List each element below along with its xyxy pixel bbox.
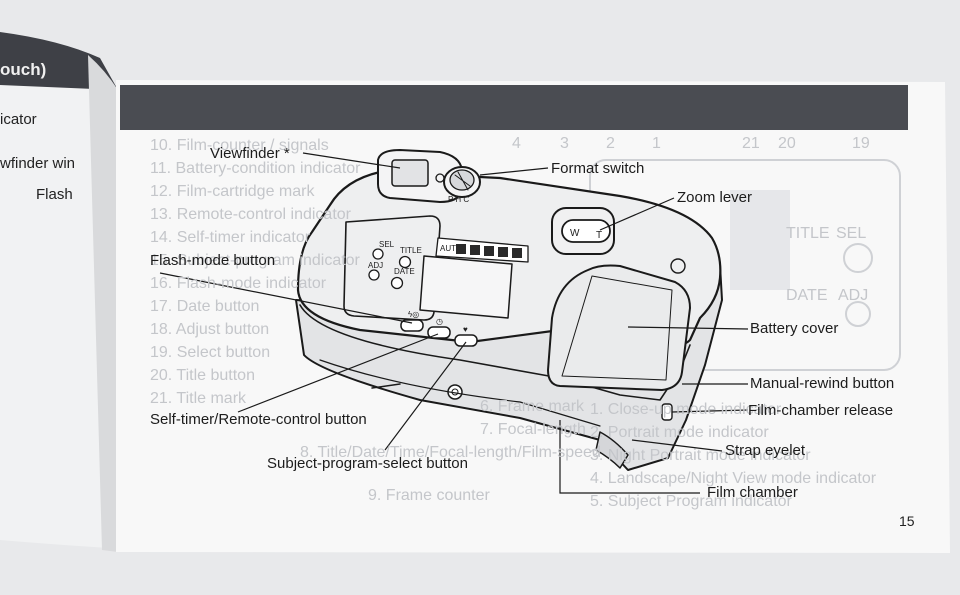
ghost-number: 20 [778,135,796,152]
ghost-line: 16. Flash-mode indicator [150,275,327,292]
ghost-line: 6. Frame mark [480,398,585,415]
ghost-line: 14. Self-timer indicator [150,229,311,246]
film-chamber-label: Film chamber [707,484,798,501]
subject-program-button-label: Subject-program-select button [267,455,468,472]
manual-rewind-button-label: Manual-rewind button [750,375,895,392]
zoom-tele-mark: T [596,230,602,241]
ghost-number: 19 [852,135,870,152]
ghost-panel-label: DATE [786,287,828,304]
zoom-wide-mark: W [570,228,580,239]
auto-label: AUTO [440,244,462,253]
title-label: TITLE [400,246,422,255]
ghost-number: 1 [652,135,661,152]
ghost-line: 11. Battery-condition indicator [150,160,361,177]
left-page-header-title: ouch) [0,60,47,79]
flash-mode-button-label: Flash-mode button [150,252,276,269]
ghost-panel-label: ADJ [838,287,869,304]
ghost-line: 1. Close-up mode indicator [590,401,782,418]
ghost-line: 10. Film-counter / signals [150,137,329,154]
self-timer-button-label: Self-timer/Remote-control button [150,411,367,428]
ghost-number: 3 [560,135,569,152]
ghost-line: 2. Portrait mode indicator [590,424,769,441]
viewfinder-label: Viewfinder * [210,145,290,162]
strap-eyelet-label: Strap eyelet [725,442,806,459]
ghost-line: 5. Subject Program indicator [590,493,792,510]
ghost-panel-label: TITLE [786,225,830,242]
ghost-number: 2 [606,135,615,152]
left-page-line: Flash [36,186,73,203]
left-page [0,32,110,548]
leader-lines [159,152,749,494]
ghost-number: 4 [512,135,521,152]
zoom-lever-label: Zoom lever [677,189,753,206]
svg-text:♥: ♥ [463,325,468,334]
svg-text:◷: ◷ [436,317,443,326]
ghost-line: 19. Select button [150,344,271,361]
ghost-line: 17. Date button [150,298,260,315]
sel-label: SEL [379,240,395,249]
ghost-line: 13. Remote-control indicator [150,206,351,223]
ghost-line: 21. Title mark [150,390,247,407]
format-switch-label: Format switch [551,160,645,177]
ghost-line: 12. Film-cartridge mark [150,183,315,200]
battery-cover-label: Battery cover [750,320,839,337]
format-switch-marks: P H C [448,195,469,204]
camera-drawing: P H C SEL ADJ TITLE DATE AUTO [295,149,723,471]
page-number: 15 [899,513,915,529]
left-page-line: wfinder win [0,155,76,172]
ghost-line: 15. Subject-program indicator [150,252,360,269]
ghost-number: 21 [742,135,760,152]
ghost-line: 3. Night Portrait mode indicator [590,447,811,464]
header-bar [120,85,908,130]
ghost-line: 7. Focal-length [480,421,586,438]
date-label: DATE [394,267,415,276]
svg-text:ϟ◎: ϟ◎ [408,310,419,319]
film-chamber-release-label: Film-chamber release [748,402,894,419]
ghost-line: 18. Adjust button [150,321,270,338]
ghost-line: 4. Landscape/Night View mode indicator [590,470,877,487]
ghost-line: 20. Title button [150,367,255,384]
ghost-line: 9. Frame counter [368,487,490,504]
ghost-line: 8. Title/Date/Time/Focal-length/Film-spe… [300,444,601,461]
left-page-line: icator [0,111,37,128]
adj-label: ADJ [368,261,383,270]
ghost-panel-label: SEL [836,225,867,242]
